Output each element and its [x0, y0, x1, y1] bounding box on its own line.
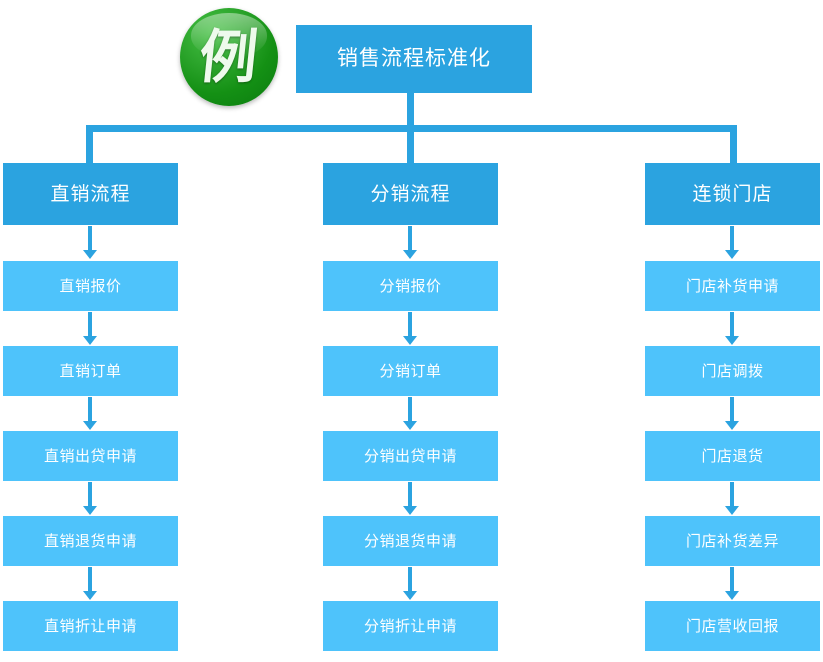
- leaf-node-1-1[interactable]: 直销报价: [3, 261, 178, 311]
- arrow-1-1: [83, 226, 97, 259]
- branch-header-2[interactable]: 分销流程: [323, 163, 498, 225]
- leaf-node-2-4[interactable]: 分销退货申请: [323, 516, 498, 566]
- leaf-node-2-5[interactable]: 分销折让申请: [323, 601, 498, 651]
- leaf-node-3-1[interactable]: 门店补货申请: [645, 261, 820, 311]
- leaf-node-1-5[interactable]: 直销折让申请: [3, 601, 178, 651]
- arrow-3-5: [725, 567, 739, 600]
- connector-drop-branch-3: [730, 125, 737, 163]
- root-node-title[interactable]: 销售流程标准化: [296, 25, 532, 93]
- branch-header-1[interactable]: 直销流程: [3, 163, 178, 225]
- arrow-1-2: [83, 312, 97, 345]
- leaf-node-2-2[interactable]: 分销订单: [323, 346, 498, 396]
- arrow-1-3: [83, 397, 97, 430]
- leaf-node-1-4[interactable]: 直销退货申请: [3, 516, 178, 566]
- connector-drop-branch-2: [407, 125, 414, 163]
- leaf-node-3-5[interactable]: 门店营收回报: [645, 601, 820, 651]
- arrow-2-1: [403, 226, 417, 259]
- arrow-2-4: [403, 482, 417, 515]
- badge-character: 例: [195, 23, 263, 91]
- arrow-2-2: [403, 312, 417, 345]
- arrow-2-3: [403, 397, 417, 430]
- connector-root-trunk: [407, 93, 414, 125]
- arrow-3-3: [725, 397, 739, 430]
- leaf-node-3-3[interactable]: 门店退货: [645, 431, 820, 481]
- arrow-1-4: [83, 482, 97, 515]
- leaf-node-1-3[interactable]: 直销出贷申请: [3, 431, 178, 481]
- leaf-node-3-2[interactable]: 门店调拨: [645, 346, 820, 396]
- arrow-3-2: [725, 312, 739, 345]
- connector-drop-branch-1: [86, 125, 93, 163]
- leaf-node-2-3[interactable]: 分销出贷申请: [323, 431, 498, 481]
- leaf-node-1-2[interactable]: 直销订单: [3, 346, 178, 396]
- arrow-3-4: [725, 482, 739, 515]
- leaf-node-3-4[interactable]: 门店补货差异: [645, 516, 820, 566]
- example-badge-icon: 例: [180, 8, 278, 106]
- branch-header-3[interactable]: 连锁门店: [645, 163, 820, 225]
- arrow-1-5: [83, 567, 97, 600]
- leaf-node-2-1[interactable]: 分销报价: [323, 261, 498, 311]
- arrow-3-1: [725, 226, 739, 259]
- arrow-2-5: [403, 567, 417, 600]
